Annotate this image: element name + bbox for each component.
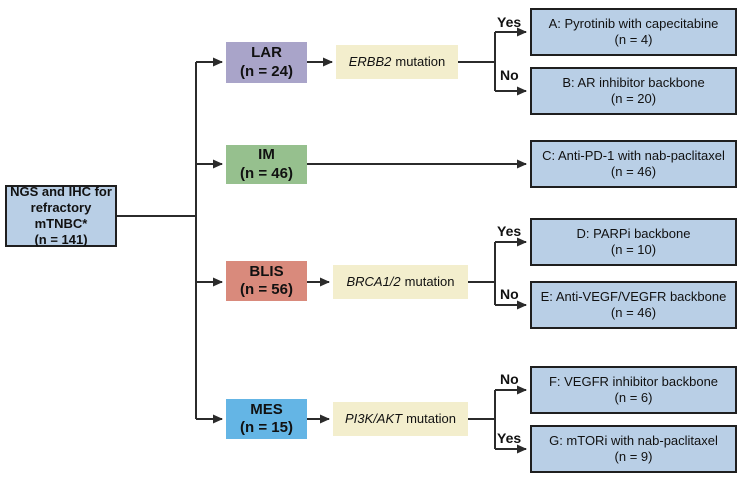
test-word: mutation [406,411,456,427]
gene-test-box-brca: BRCA1/2 mutation [333,265,468,299]
treatment-box-e: E: Anti-VEGF/VEGFR backbone (n = 46) [530,281,737,329]
arm-n: (n = 46) [610,305,657,320]
subtype-n: (n = 15) [240,419,293,436]
treatment-box-d: D: PARPi backbone (n = 10) [530,218,737,266]
decision-label-yes-mes: Yes [497,430,522,446]
arm-n: (n = 20) [610,91,657,106]
treatment-box-b: B: AR inhibitor backbone (n = 20) [530,67,737,115]
subtype-box-mes: MES (n = 15) [226,399,307,439]
root-n: (n = 141) [34,231,88,247]
arm-label: E: Anti-VEGF/VEGFR backbone [540,289,727,305]
arm-n: (n = 46) [610,164,657,179]
arm-label: A: Pyrotinib with capecitabine [548,16,719,32]
arm-n: (n = 6) [614,390,653,405]
gene-name: PI3K/AKT [345,411,403,427]
subtype-n: (n = 24) [240,62,293,80]
subtype-label: MES [250,400,283,418]
decision-label-no-blis: No [500,286,519,302]
subtype-n: (n = 46) [240,164,293,182]
gene-test-box-pi3k-akt: PI3K/AKT mutation [333,402,468,436]
gene-name: BRCA1/2 [346,274,401,290]
subtype-box-lar: LAR (n = 24) [226,42,307,83]
gene-name: ERBB2 [348,54,392,70]
study-root-box: NGS and IHC for refractory mTNBC* (n = 1… [5,184,117,247]
arm-label: G: mTORi with nab-paclitaxel [549,433,718,449]
decision-label-no-mes: No [500,371,519,387]
test-word: mutation [395,54,446,70]
subtype-label: BLIS [249,262,284,280]
arm-label: F: VEGFR inhibitor backbone [548,374,719,390]
arm-n: (n = 9) [614,449,653,464]
treatment-box-c: C: Anti-PD-1 with nab-paclitaxel (n = 46… [530,140,737,188]
treatment-box-a: A: Pyrotinib with capecitabine (n = 4) [530,8,737,56]
subtype-label: LAR [251,44,282,62]
decision-label-yes-lar: Yes [497,14,522,30]
root-line2: refractory mTNBC* [30,200,92,231]
subtype-box-blis: BLIS (n = 56) [226,261,307,301]
gene-test-box-erbb2: ERBB2 mutation [336,45,458,79]
treatment-box-f: F: VEGFR inhibitor backbone (n = 6) [530,366,737,414]
decision-label-yes-blis: Yes [497,223,522,239]
subtype-label: IM [258,146,275,164]
test-word: mutation [404,274,455,290]
subtype-box-im: IM (n = 46) [226,145,307,184]
decision-label-no-lar: No [500,67,519,83]
arm-label: C: Anti-PD-1 with nab-paclitaxel [542,148,725,164]
arm-n: (n = 4) [614,32,653,47]
root-line1: NGS and IHC for [10,184,112,200]
treatment-box-g: G: mTORi with nab-paclitaxel (n = 9) [530,425,737,473]
arm-label: B: AR inhibitor backbone [562,75,705,91]
arm-n: (n = 10) [610,242,657,257]
subtype-n: (n = 56) [240,281,293,298]
arm-label: D: PARPi backbone [576,226,691,242]
